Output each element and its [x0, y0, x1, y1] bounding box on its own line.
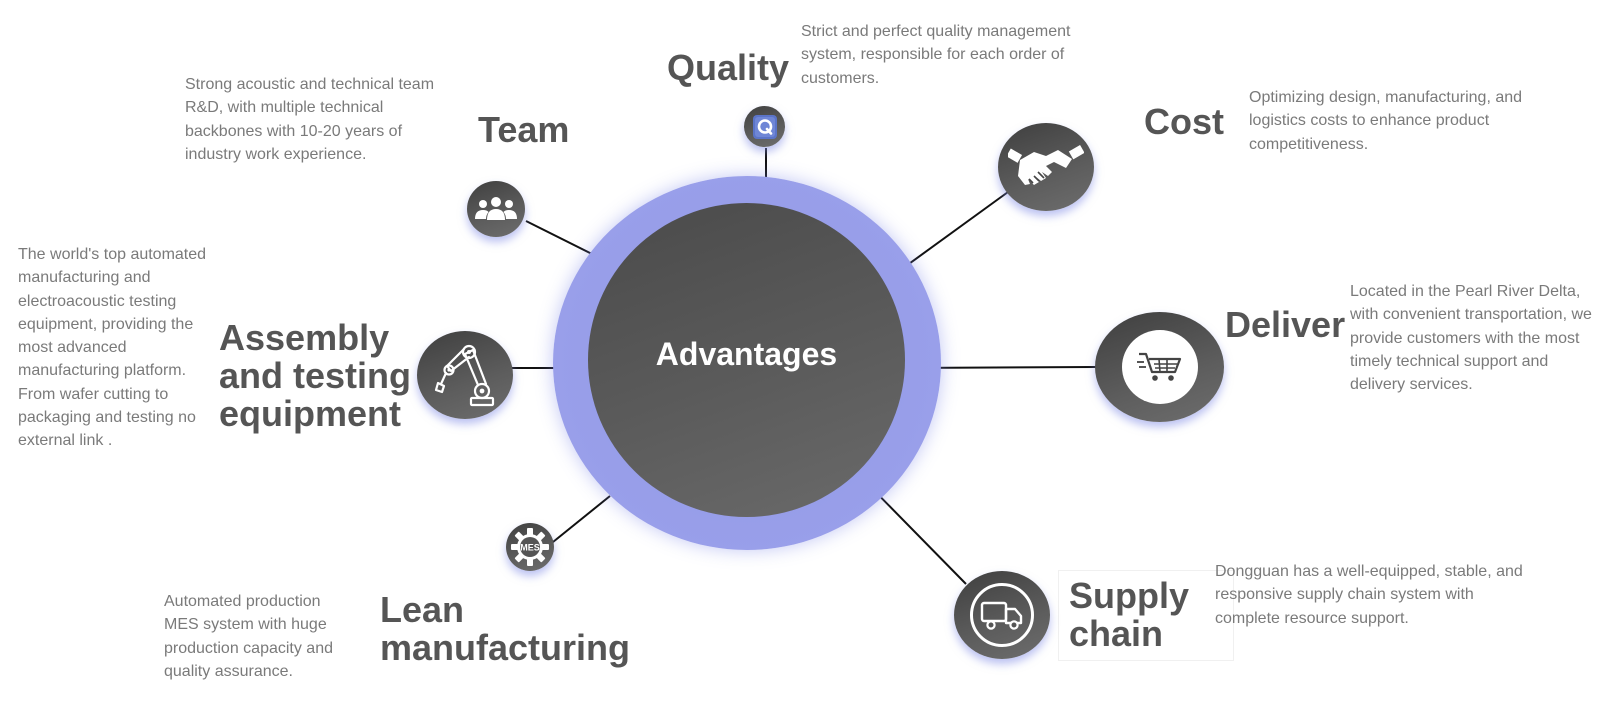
team-description: Strong acoustic and technical team R&D, …: [185, 76, 435, 163]
shopping-cart-icon: [1136, 350, 1183, 384]
assembly-description: The world's top automated manufacturing …: [18, 246, 207, 450]
robot-arm-icon: [429, 340, 501, 410]
assembly-node: [417, 331, 513, 419]
quality-node: [744, 106, 785, 147]
deliver-node: [1095, 312, 1224, 422]
team-people-icon: [473, 196, 519, 222]
assembly-title: Assembly and testing equipment: [219, 319, 411, 433]
quality-q-icon: [751, 113, 779, 141]
hub-center: Advantages: [588, 203, 905, 517]
mes-gear-icon: MES: [509, 526, 551, 568]
lean-manufacturing-description: Automated production MES system with hug…: [164, 593, 333, 680]
supply-chain-title-line2: chain: [1069, 613, 1164, 654]
deliver-title: Deliver: [1225, 304, 1346, 345]
assembly-title-line3: equipment: [219, 393, 402, 434]
supply-chain-description: Dongguan has a well-equipped, stable, an…: [1215, 563, 1523, 627]
deliver-icon-plate: [1121, 330, 1198, 404]
lean-manufacturing-title: Lean manufacturing: [380, 591, 630, 667]
lean-manufacturing-node: MES: [506, 523, 554, 571]
supply-chain-frame: [1058, 570, 1234, 661]
delivery-truck-icon: [979, 598, 1025, 632]
team-node: [467, 181, 525, 237]
lean-manufacturing-title-line2: manufacturing: [380, 627, 631, 668]
supply-chain-icon-ring: [970, 583, 1034, 647]
assembly-title-line2: and testing: [219, 355, 412, 396]
supply-chain-node: [954, 571, 1050, 659]
handshake-icon: [1008, 142, 1084, 192]
assembly-title-line1: Assembly: [219, 317, 390, 358]
quality-title: Quality: [667, 47, 790, 88]
connector-lean-manufacturing: [552, 495, 611, 543]
cost-description: Optimizing design, manufacturing, and lo…: [1249, 89, 1523, 153]
quality-description: Strict and perfect quality management sy…: [801, 23, 1071, 87]
cost-node: [998, 123, 1094, 211]
svg-text:MES: MES: [520, 543, 540, 553]
deliver-description: Located in the Pearl River Delta, with c…: [1350, 283, 1592, 394]
hub-title: Advantages: [655, 335, 838, 372]
team-title: Team: [478, 109, 570, 150]
cost-title: Cost: [1144, 101, 1224, 142]
supply-chain-title: Supply chain: [1069, 577, 1189, 653]
lean-manufacturing-title-line1: Lean: [380, 589, 465, 630]
supply-chain-title-line1: Supply: [1069, 575, 1190, 616]
